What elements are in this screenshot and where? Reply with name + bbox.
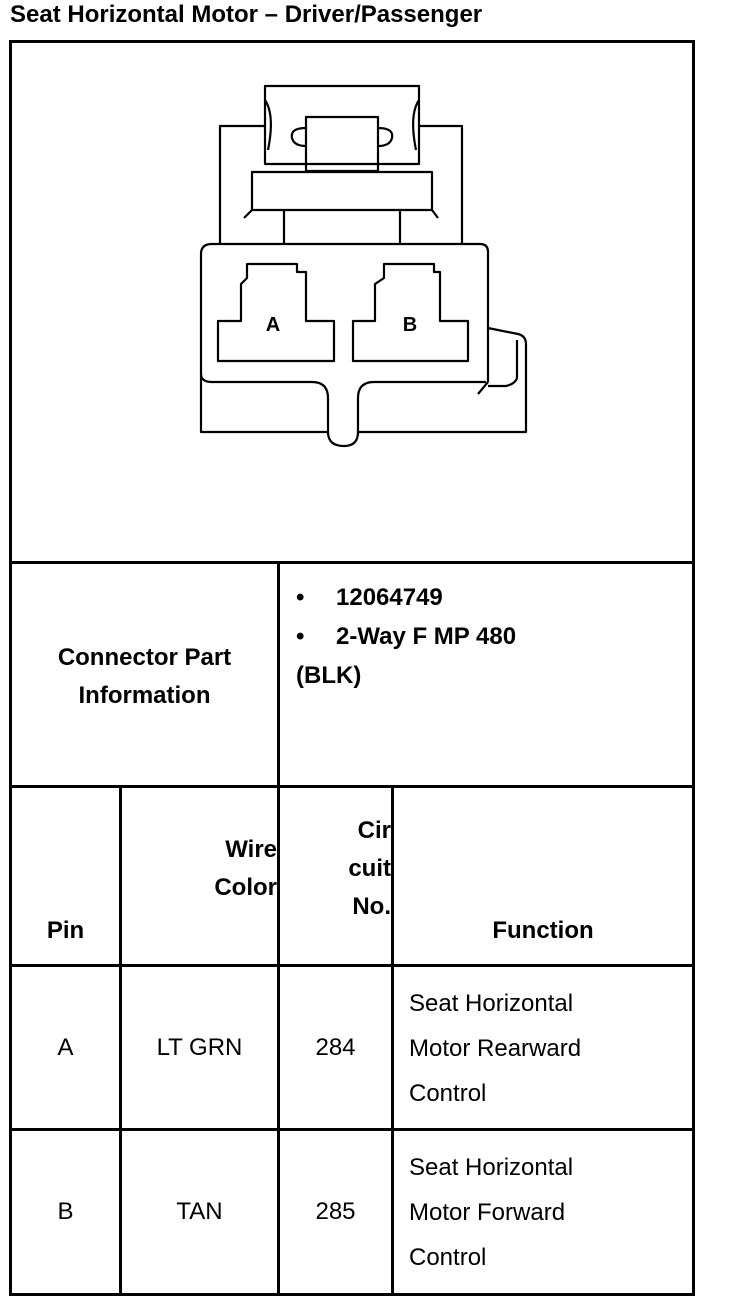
header-wire-color: Wire Color <box>214 836 277 901</box>
divider-part-info <box>9 785 695 788</box>
row-a-pin: A <box>57 1033 74 1061</box>
part-number: 12064749 <box>336 584 443 611</box>
row-b-function: Seat Horizontal Motor Forward Control <box>409 1154 574 1271</box>
divider-row-a <box>9 1128 695 1131</box>
row-a-function: Seat Horizontal Motor Rearward Control <box>409 990 582 1107</box>
connector-face-diagram: A B <box>199 84 528 448</box>
column-divider-1 <box>277 561 280 1296</box>
column-divider-circuit <box>391 785 394 1296</box>
connector-part-label-line1: Connector Part <box>57 644 232 671</box>
connector-description-continued: (BLK) <box>296 662 362 689</box>
description-item: • 2-Way F MP 480 <box>296 617 686 656</box>
connector-description: 2-Way F MP 480 <box>336 623 517 650</box>
header-circuit-number: Cir cuit No. <box>348 817 391 920</box>
divider-header <box>9 964 695 967</box>
header-pin: Pin <box>46 917 85 944</box>
part-number-item: • 12064749 <box>296 578 686 617</box>
connector-part-details: • 12064749 • 2-Way F MP 480 (BLK) <box>296 578 686 695</box>
connector-part-label: Connector Part Information <box>12 620 277 734</box>
row-b-pin: B <box>57 1198 74 1225</box>
connector-table-frame <box>9 40 695 1296</box>
cavity-b-label: B <box>403 314 417 336</box>
cavity-a-label: A <box>266 314 280 336</box>
row-b-wire-color: TAN <box>176 1198 223 1225</box>
row-a-wire-color: LT GRN <box>156 1033 243 1061</box>
row-a-circuit: 284 <box>315 1033 356 1061</box>
row-b-circuit: 285 <box>315 1198 356 1225</box>
divider-diagram <box>9 561 695 564</box>
connector-part-label-line2: Information <box>78 682 211 709</box>
column-divider-pin <box>119 785 122 1296</box>
page-title: Seat Horizontal Motor – Driver/Passenger <box>10 1 483 28</box>
bullet-icon: • <box>296 623 305 650</box>
header-function: Function <box>492 917 594 944</box>
bullet-icon: • <box>296 584 305 611</box>
